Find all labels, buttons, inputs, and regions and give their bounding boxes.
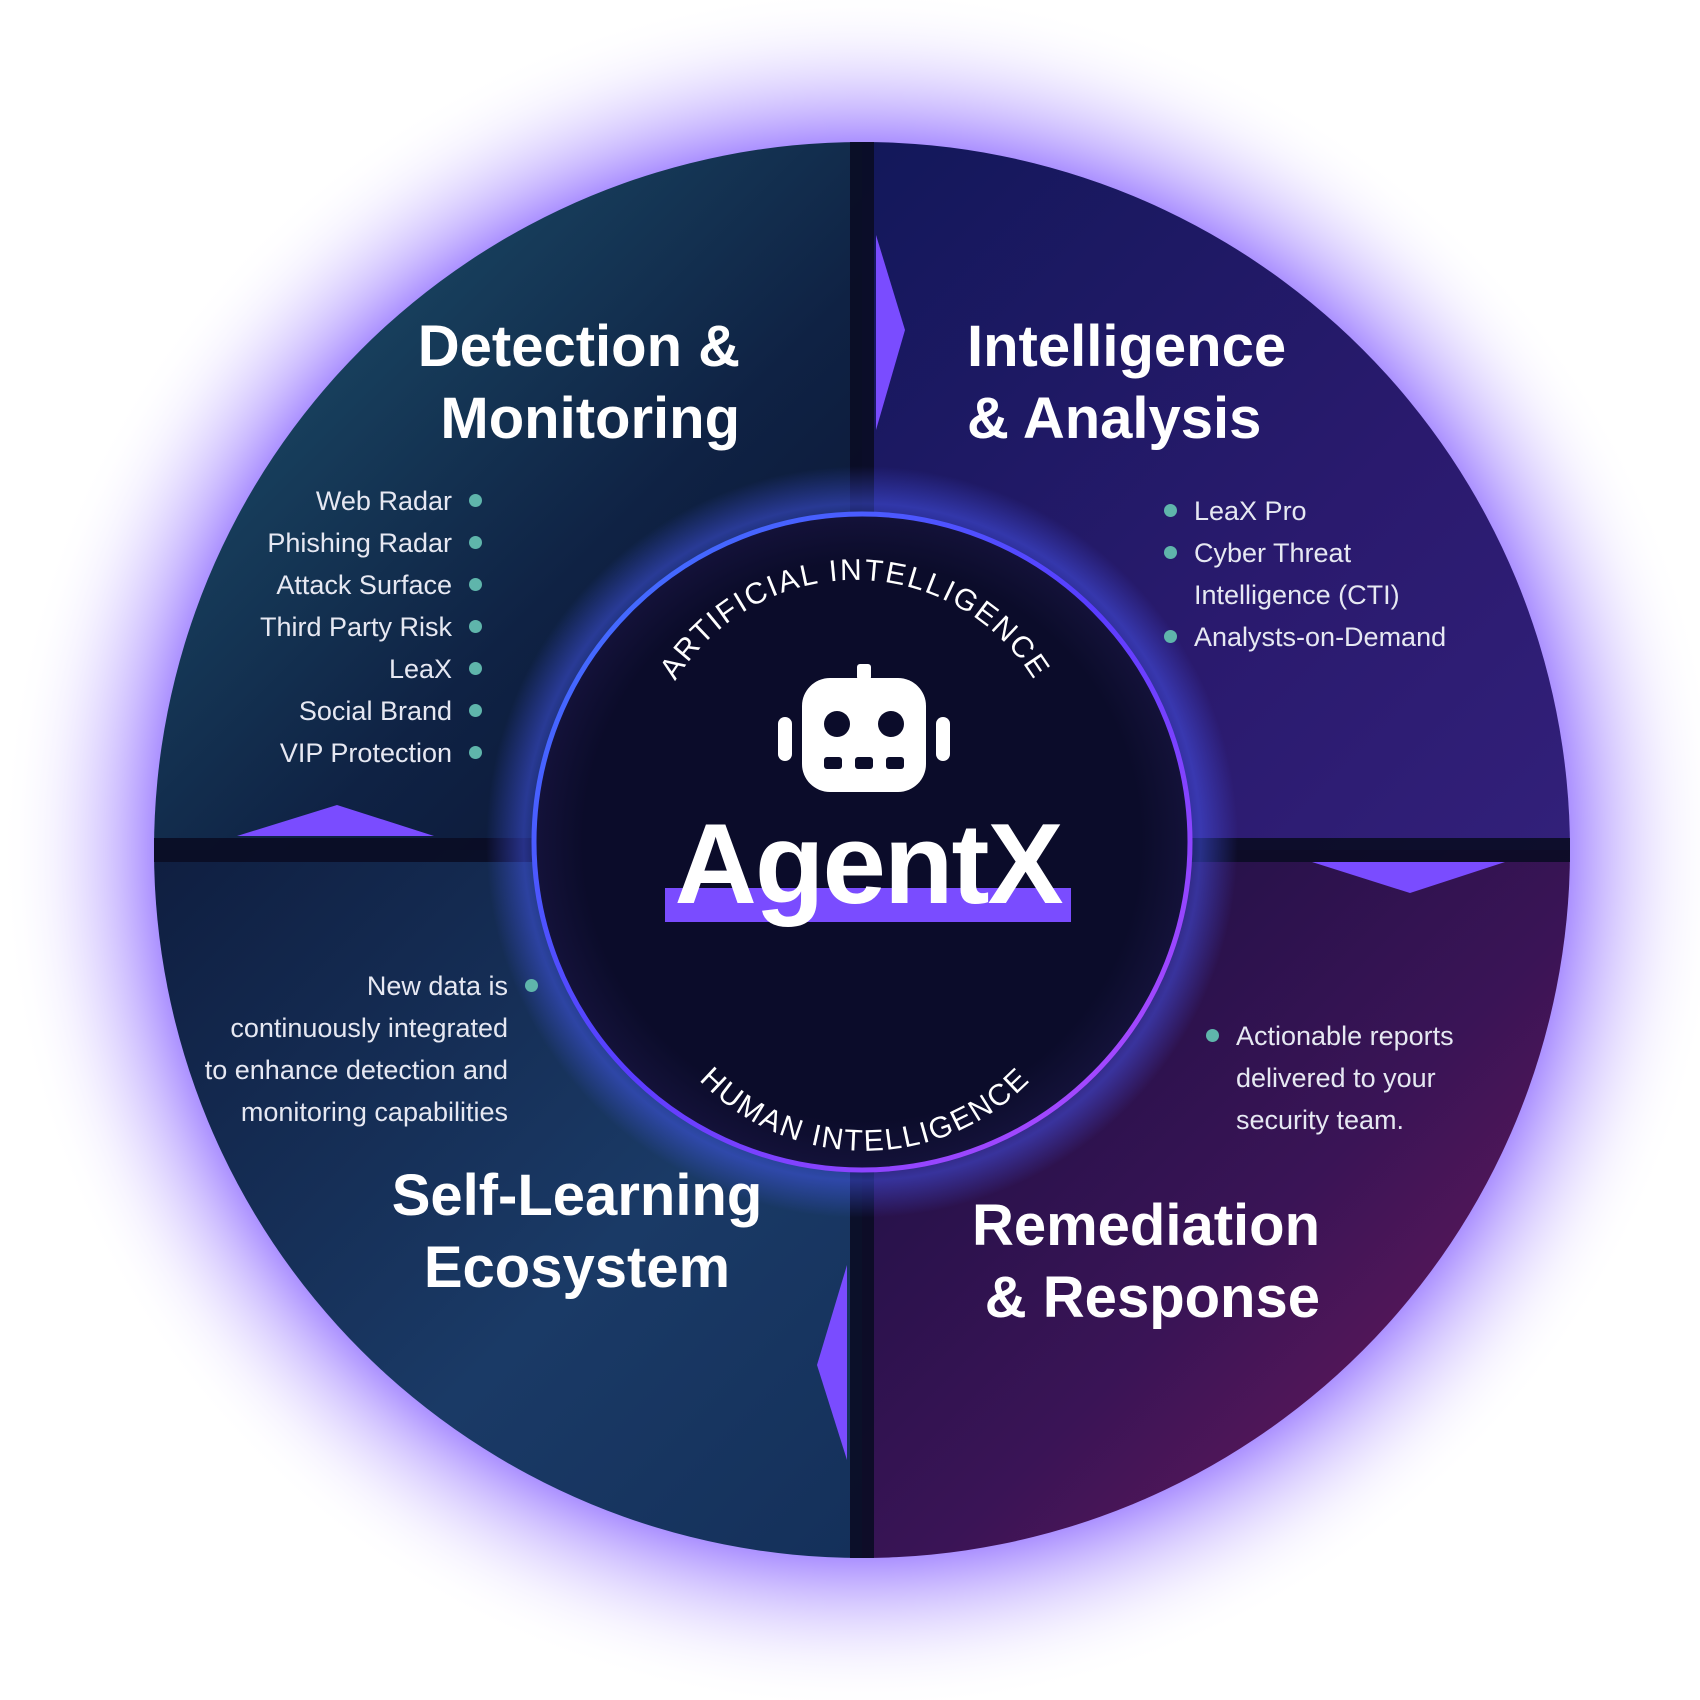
desc-line: continuously integrated [230,1013,508,1043]
list-item-label: Attack Surface [276,570,452,600]
list-item-label: Analysts-on-Demand [1194,622,1447,652]
list-item-label: Web Radar [315,486,452,516]
arrow-left-icon [817,1265,847,1460]
quadrant-detection-title: Detection & Monitoring [400,311,740,455]
brand-block: AgentX [665,801,1075,930]
list-item: Intelligence (CTI) [1164,574,1446,616]
list-item: Cyber Threat [1164,532,1446,574]
list-item-label: Third Party Risk [259,612,452,642]
list-item-label: LeaX [388,654,452,684]
quadrant-selflearning-title: Self-Learning Ecosystem [382,1160,772,1304]
desc-line: New data is [366,971,508,1001]
arrow-right-icon [876,235,905,430]
bullet-dot [1164,546,1177,559]
desc-line: monitoring capabilities [240,1097,508,1127]
bullet-dot [469,620,482,633]
bullet-dot [469,578,482,591]
bullet-dot [469,746,482,759]
list-item: Third Party Risk [200,606,482,648]
arrow-up-icon [237,805,434,836]
desc-line: Actionable reports [1236,1021,1454,1051]
list-item: LeaX Pro [1164,490,1446,532]
title-line: Detection & [417,314,740,379]
bullet-dot [1164,630,1177,643]
title-line: Monitoring [440,386,740,451]
quadrant-intelligence-title: Intelligence & Analysis [967,311,1286,455]
list-item-label: Phishing Radar [267,528,452,558]
remediation-description: Actionable reports delivered to your sec… [1206,1015,1454,1141]
list-item: Analysts-on-Demand [1164,616,1446,658]
list-item: VIP Protection [200,732,482,774]
list-item: Web Radar [200,480,482,522]
title-line: Remediation [971,1193,1320,1258]
title-line: & Response [984,1265,1320,1330]
desc-line: delivered to your [1236,1063,1436,1093]
bullet-dot [525,979,538,992]
brand-name: AgentX [674,801,1064,928]
robot-icon [778,664,950,792]
desc-line: security team. [1236,1105,1405,1135]
bullet-dot [469,662,482,675]
list-item-label: LeaX Pro [1194,496,1307,526]
title-line: Intelligence [967,314,1287,379]
list-item: LeaX [200,648,482,690]
bullet-dot [1206,1029,1219,1042]
core-circle [531,511,1193,1173]
list-item: Phishing Radar [200,522,482,564]
list-item-label: Social Brand [298,696,452,726]
bullet-dot [469,704,482,717]
title-line: & Analysis [967,386,1262,451]
selflearning-description: New data is continuously integrated to e… [160,965,538,1133]
bullet-dot [469,536,482,549]
bullet-dot [469,494,482,507]
list-item: Attack Surface [200,564,482,606]
arrow-down-icon [1312,862,1505,893]
brand-underline [665,888,1071,922]
list-item-label: Cyber Threat [1194,538,1352,568]
list-item-label: VIP Protection [279,738,452,768]
list-item: Social Brand [200,690,482,732]
quadrant-remediation-title: Remediation & Response [960,1190,1320,1334]
title-line: Ecosystem [423,1235,731,1300]
bullet-dot [1164,504,1177,517]
desc-line: to enhance detection and [204,1055,508,1085]
list-item-label: Intelligence (CTI) [1194,580,1400,610]
title-line: Self-Learning [391,1163,763,1228]
